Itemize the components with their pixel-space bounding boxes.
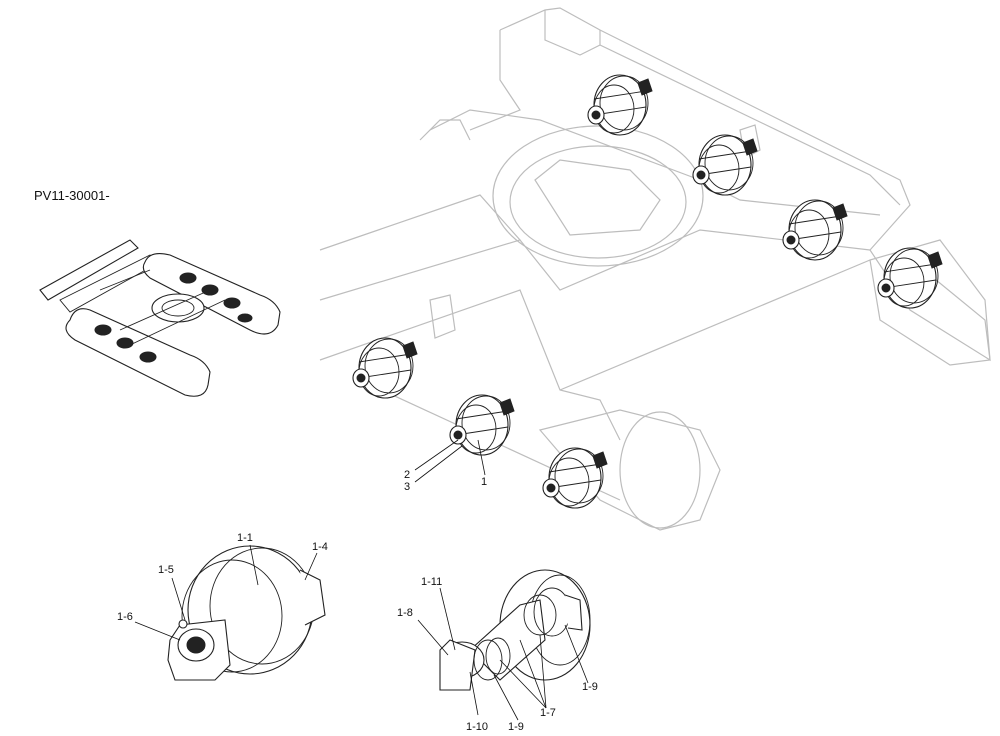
callout-3: 3: [404, 481, 410, 493]
callout-1-9-bottom: 1-9: [508, 721, 524, 733]
callout-1-9-right: 1-9: [582, 681, 598, 693]
callout-1-10: 1-10: [466, 721, 488, 733]
roller-7: [542, 447, 608, 509]
callout-1-4: 1-4: [312, 541, 328, 553]
serial-code: PV11-30001-: [34, 188, 110, 203]
callout-2: 2: [404, 469, 410, 481]
overview-undercarriage: [39, 239, 281, 397]
callout-1-1: 1-1: [237, 532, 253, 544]
roller-5: [352, 337, 418, 399]
detail-b-callouts: 1-11 1-8 1-9 1-9 1-10 1-7: [397, 576, 598, 733]
roller-2: [692, 134, 758, 196]
roller-3: [782, 199, 848, 261]
detail-a-callouts: 1-1 1-4 1-5 1-6: [117, 532, 328, 641]
main-callouts: 2 3 1: [404, 439, 487, 493]
roller-4: [877, 247, 943, 309]
detail-roller-b: [439, 569, 591, 691]
callout-1-8: 1-8: [397, 607, 413, 619]
callout-1-11: 1-11: [421, 576, 442, 588]
callout-1-5: 1-5: [158, 564, 174, 576]
callout-1-6: 1-6: [117, 611, 133, 623]
detail-roller-a: [167, 545, 326, 681]
callout-1: 1: [481, 476, 487, 488]
callout-1-7: 1-7: [540, 707, 556, 719]
